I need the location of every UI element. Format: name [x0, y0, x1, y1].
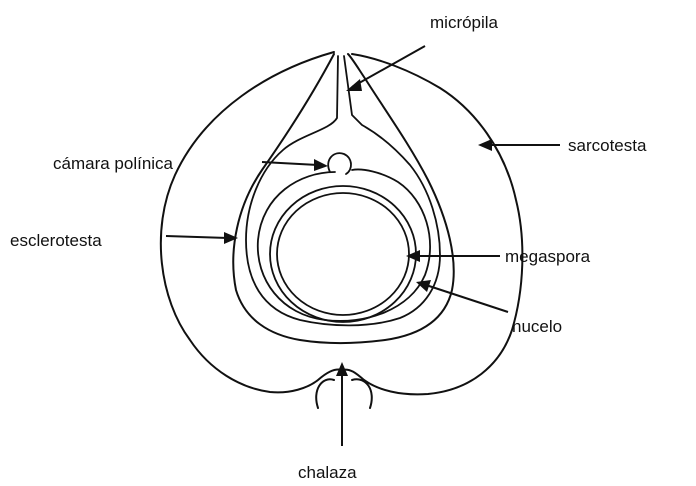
- sclerotesta-outline: [233, 54, 453, 343]
- sclerotesta-leader: [166, 236, 228, 238]
- sarcotesta-label: sarcotesta: [568, 136, 647, 155]
- megaspore-label: megaspora: [505, 247, 591, 266]
- sarcotesta-arrowhead: [478, 139, 492, 151]
- pollen-chamber-outline: [328, 153, 351, 174]
- chalaza-label: chalaza: [298, 463, 357, 482]
- micropyle-label: micrópila: [430, 13, 499, 32]
- sclerotesta-label: esclerotesta: [10, 231, 102, 250]
- chalaza-curl-left: [316, 379, 334, 408]
- nucellus-label: nucelo: [512, 317, 562, 336]
- nucellus-leader: [426, 285, 508, 312]
- megaspore-inner-ring: [277, 193, 409, 315]
- megaspore-outer-ring: [270, 186, 416, 322]
- pollen-chamber-label: cámara polínica: [53, 154, 174, 173]
- pollen-chamber-arrowhead: [314, 159, 328, 171]
- micropyle-canal: [246, 56, 440, 325]
- micropyle-leader: [352, 46, 425, 87]
